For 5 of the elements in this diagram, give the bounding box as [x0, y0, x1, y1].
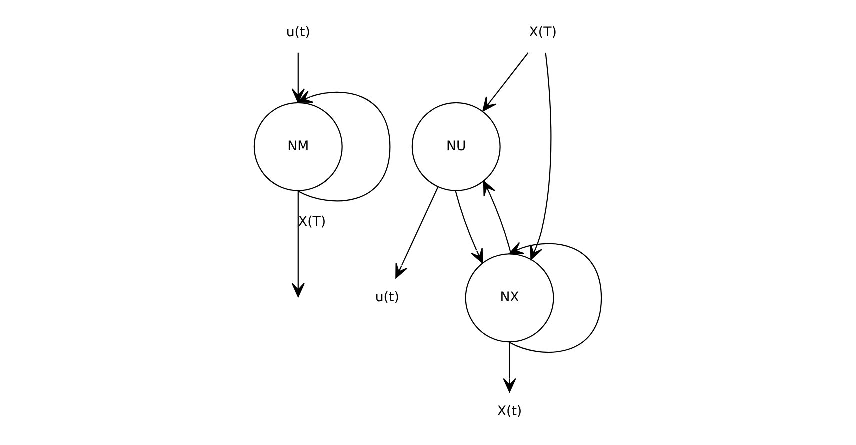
- node-text: u(t): [286, 25, 310, 40]
- node-text: X(t): [497, 404, 522, 420]
- edge-label: X(T): [298, 214, 326, 230]
- node-text: X(T): [529, 25, 558, 40]
- node-text: u(t): [375, 290, 400, 306]
